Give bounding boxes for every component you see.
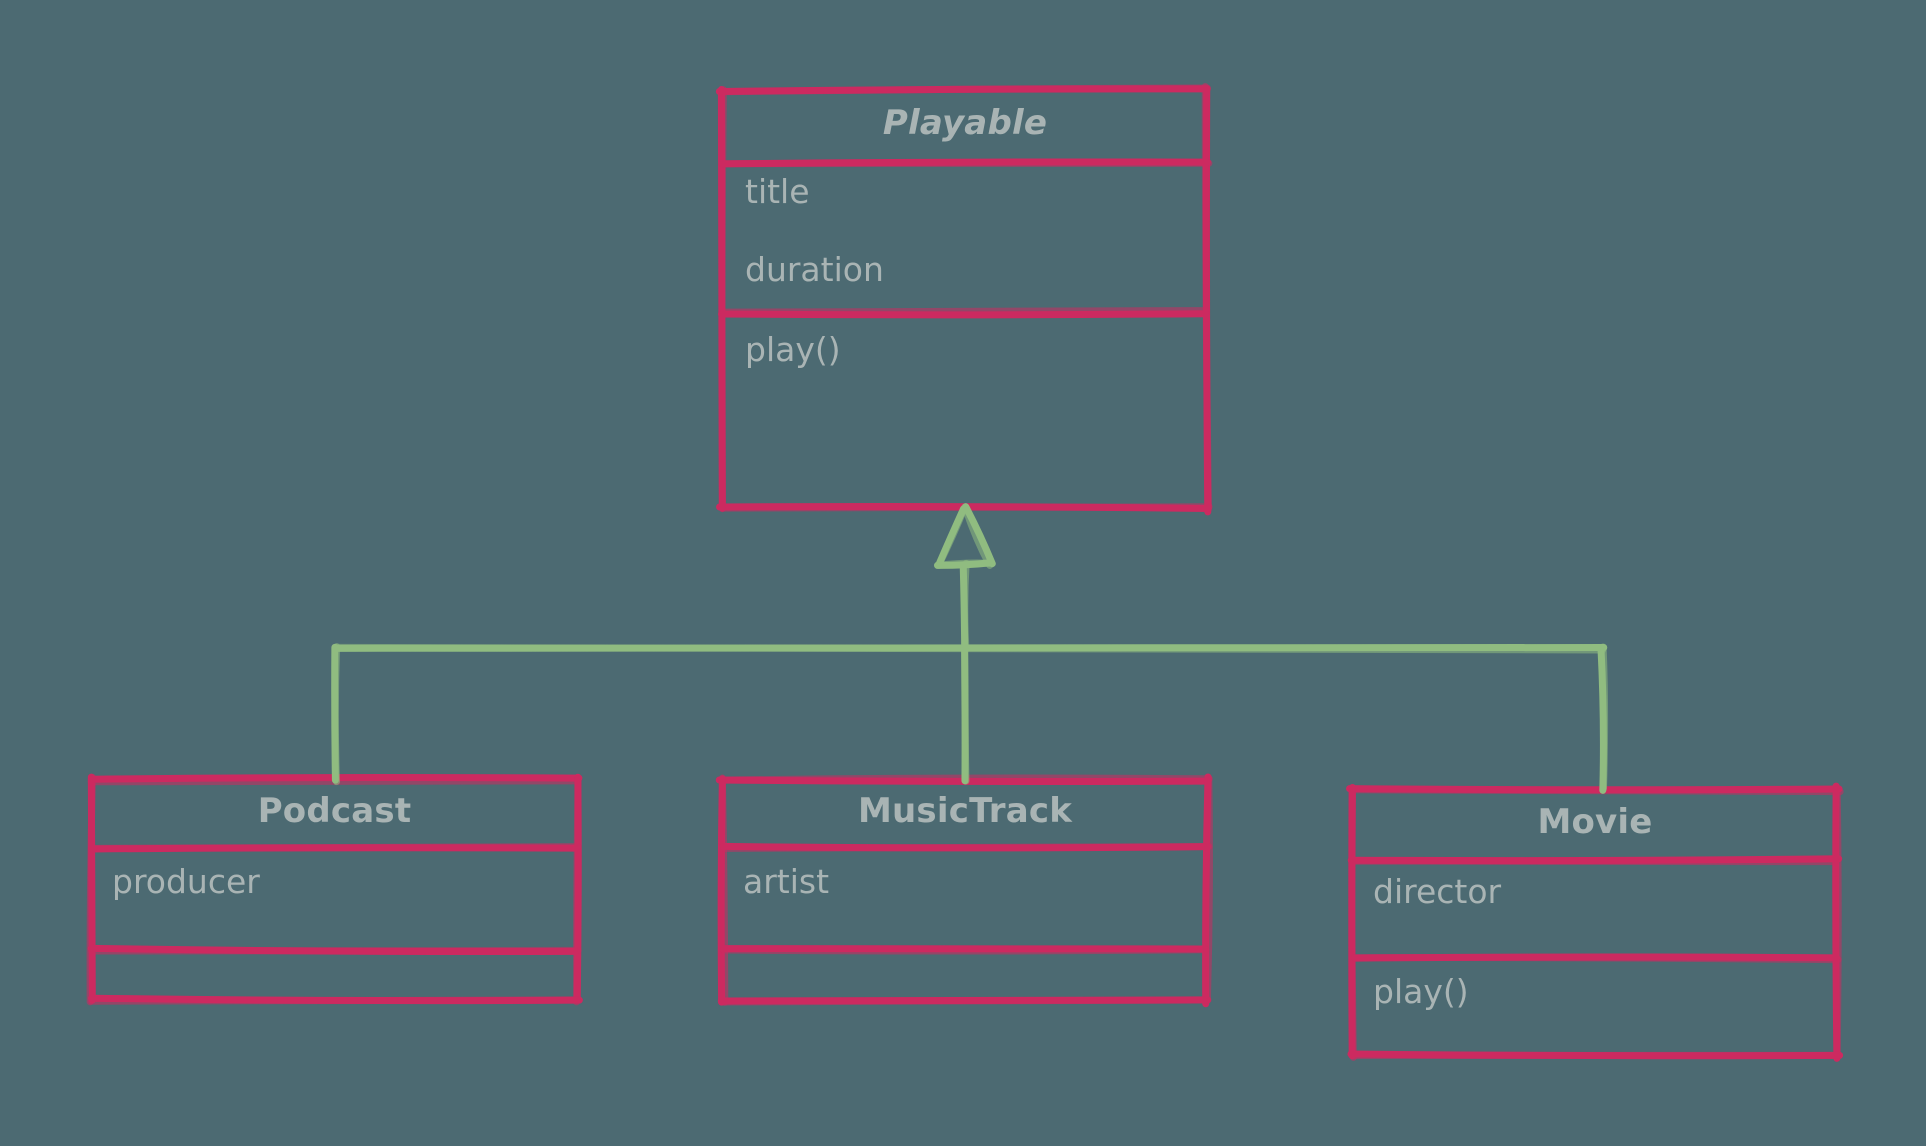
class-method: play() (745, 330, 841, 369)
class-attribute: artist (743, 862, 830, 901)
class-box-movie[interactable]: Movie director play() (1353, 790, 1837, 1055)
class-title-podcast: Podcast (257, 791, 412, 831)
class-title-playable: Playable (882, 103, 1048, 143)
class-box-musictrack[interactable]: MusicTrack artist (723, 780, 1207, 1000)
class-box-playable[interactable]: Playable title duration play() (723, 90, 1207, 508)
class-title-movie: Movie (1537, 802, 1653, 842)
class-attribute: producer (112, 862, 260, 901)
class-title-musictrack: MusicTrack (857, 791, 1073, 831)
class-attribute: director (1373, 872, 1502, 911)
class-box-podcast[interactable]: Podcast producer (92, 780, 577, 1000)
class-attribute: title (745, 172, 810, 211)
class-attribute: duration (745, 250, 884, 289)
class-method: play() (1373, 972, 1469, 1011)
